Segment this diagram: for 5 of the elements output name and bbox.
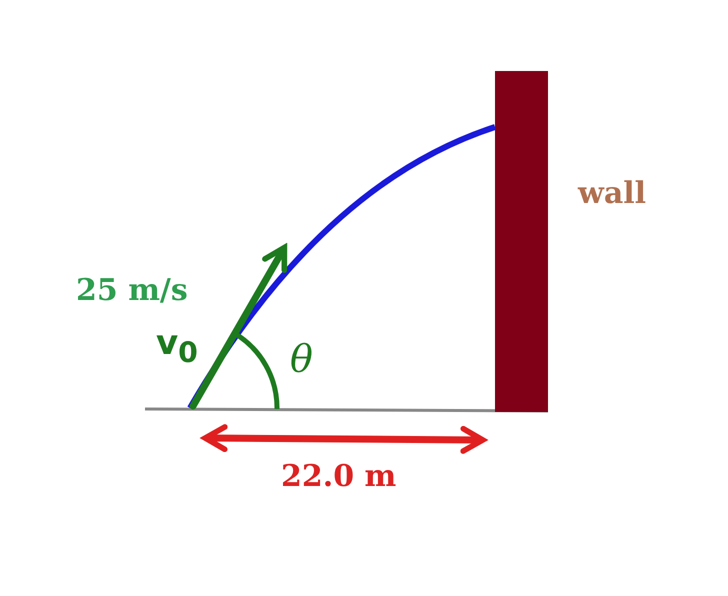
angle-symbol: θ bbox=[290, 340, 313, 378]
wall-label: wall bbox=[578, 179, 646, 209]
dimension-label: 22.0 m bbox=[281, 462, 396, 492]
vector-symbol: v$_{0}$ bbox=[156, 326, 198, 368]
speed-label: 25 m/s bbox=[76, 276, 188, 306]
